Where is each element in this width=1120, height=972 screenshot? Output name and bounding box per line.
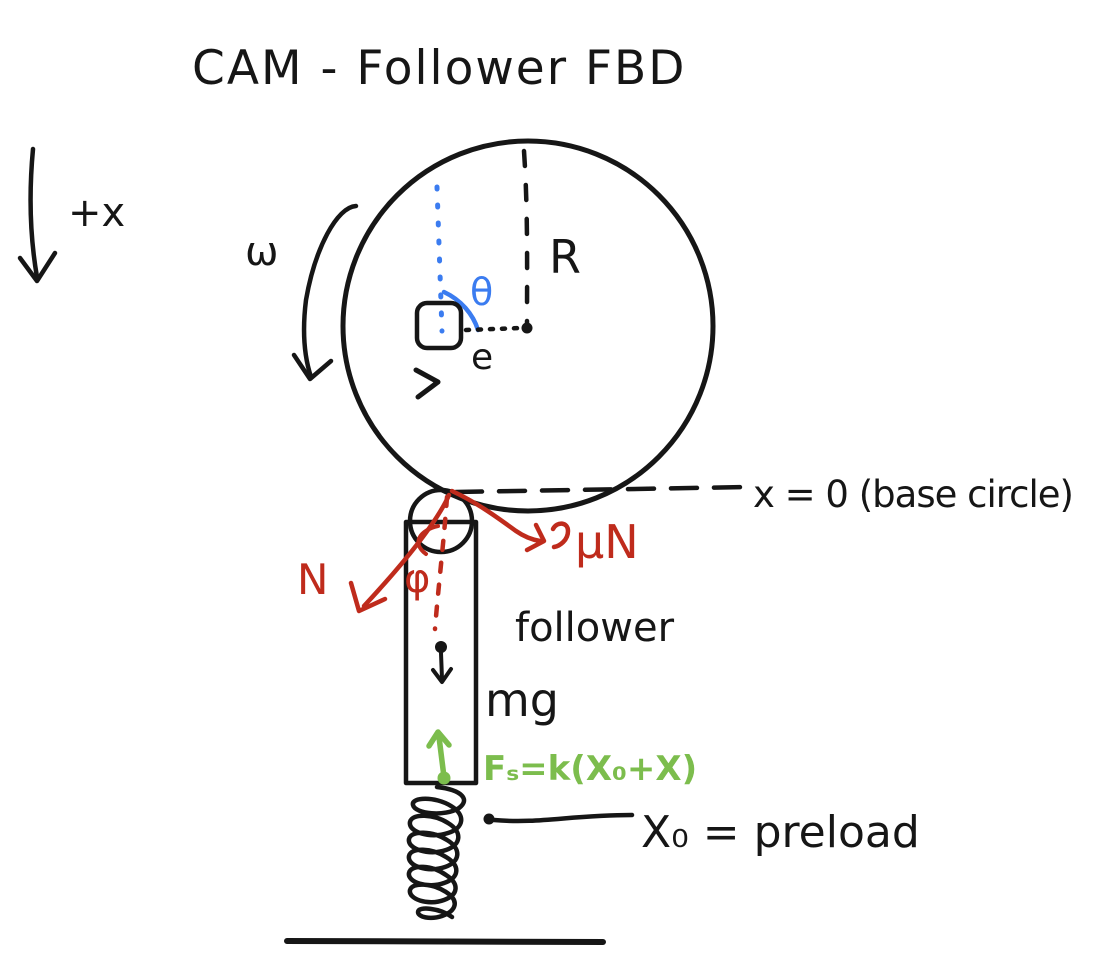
eccentricity-label: e <box>471 337 493 378</box>
omega-arrowhead-icon <box>291 352 334 382</box>
weight-arrow <box>439 651 444 681</box>
eccentricity-dashed-line <box>463 325 525 333</box>
spring-force-arrowhead-icon <box>426 729 452 749</box>
normal-force-label: N <box>297 555 328 604</box>
friction-force-arrow <box>449 488 543 544</box>
ground-line <box>284 938 606 945</box>
cam-circle <box>340 138 716 514</box>
cam-shaft-square <box>414 300 464 351</box>
friction-force-hook-icon <box>550 521 571 550</box>
radius-dashed-line <box>521 148 530 332</box>
follower-label: follower <box>515 605 675 651</box>
omega-label: ω <box>245 229 279 275</box>
base-circle-label: x = 0 (base circle) <box>753 473 1073 516</box>
cam-center-dot <box>521 322 533 334</box>
x-axis-arrow <box>28 146 40 280</box>
x-axis-label: +x <box>68 190 125 236</box>
weight-arrowhead-icon <box>431 667 453 684</box>
spring-coil <box>406 784 467 921</box>
spring-force-label: Fₛ=k(X₀+X) <box>483 749 697 789</box>
friction-force-arrowhead-icon <box>524 522 547 553</box>
preload-pointer-dot <box>483 813 495 825</box>
base-circle-dashed-line <box>453 484 753 495</box>
radius-label: R <box>549 230 581 284</box>
weight-label: mg <box>485 673 559 727</box>
x-axis-arrowhead-icon <box>17 250 58 284</box>
shaft-rotation-tick-icon <box>413 367 441 400</box>
spring-force-arrow <box>436 734 447 780</box>
pressure-angle-label: φ <box>404 556 430 602</box>
pressure-angle-arc <box>416 524 440 556</box>
theta-label: θ <box>470 270 493 314</box>
theta-reference-dotted-line <box>434 184 445 334</box>
spring-force-base-dot <box>437 771 451 785</box>
weight-dot <box>435 641 447 653</box>
preload-pointer-line <box>491 812 635 824</box>
friction-force-label: μN <box>575 515 639 569</box>
normal-force-arrowhead-icon <box>348 580 388 614</box>
preload-label: X₀ = preload <box>641 807 920 858</box>
theta-angle-arc <box>441 289 481 333</box>
omega-rotation-arrow <box>301 203 359 380</box>
follower-centerline-dashed <box>432 494 450 632</box>
page-title: CAM - Follower FBD <box>192 41 686 96</box>
